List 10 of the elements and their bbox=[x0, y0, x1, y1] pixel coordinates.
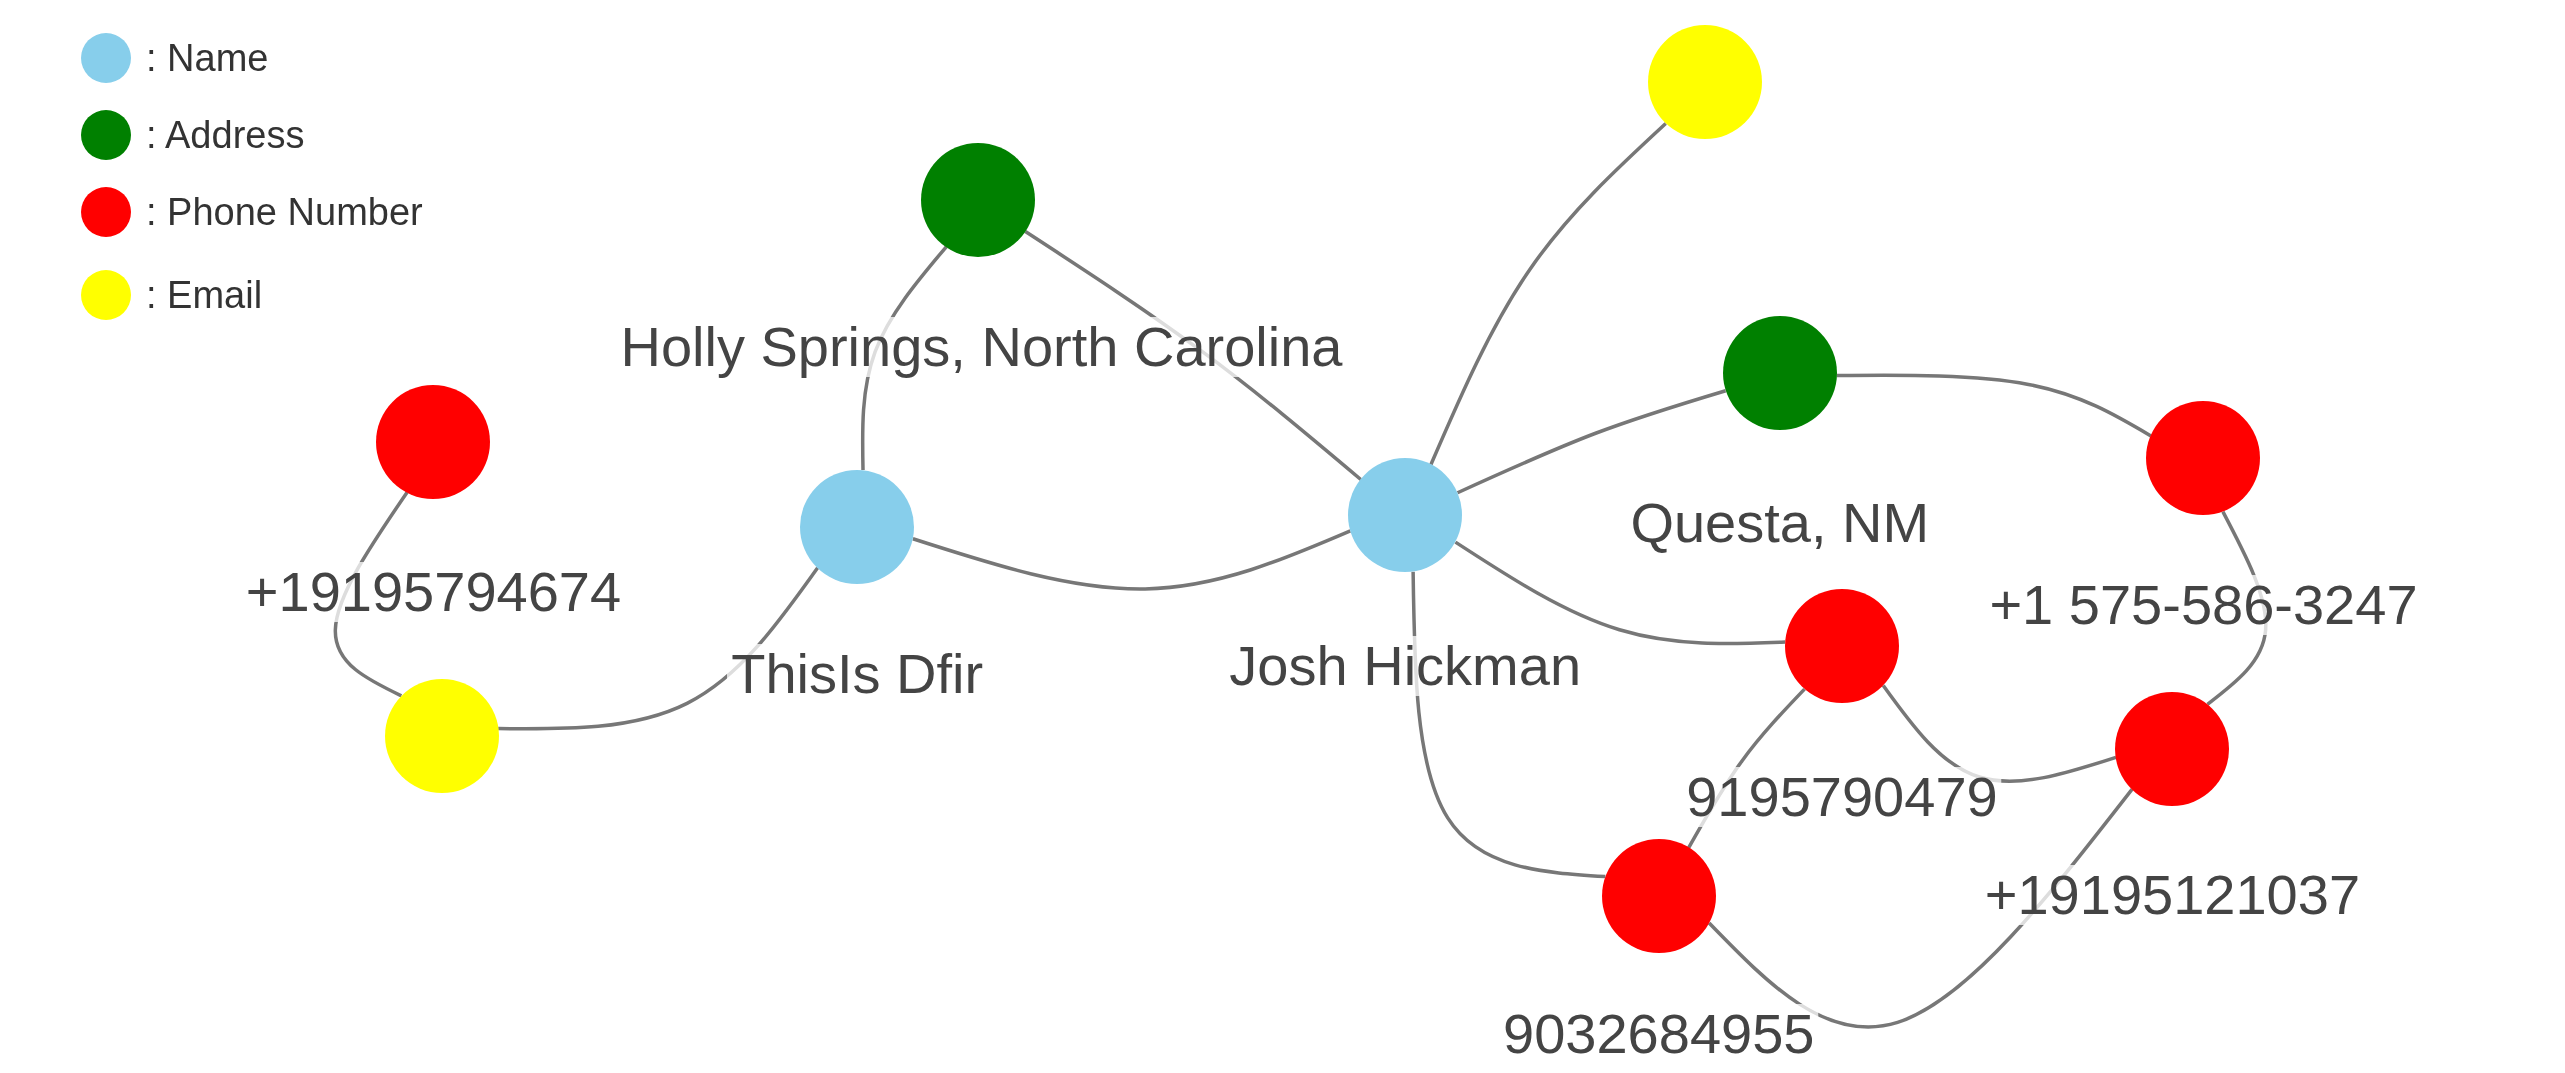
legend-label: : Name bbox=[146, 36, 269, 80]
legend-label: : Email bbox=[146, 273, 263, 317]
connector-line bbox=[1454, 540, 1786, 646]
connector-line bbox=[498, 566, 820, 731]
legend-label: : Address bbox=[146, 113, 305, 157]
connector-line bbox=[1456, 389, 1727, 495]
connector-line bbox=[912, 529, 1352, 591]
connector-line bbox=[1429, 122, 1667, 466]
connector-line bbox=[1836, 373, 2152, 438]
legend-label: : Phone Number bbox=[146, 190, 423, 234]
